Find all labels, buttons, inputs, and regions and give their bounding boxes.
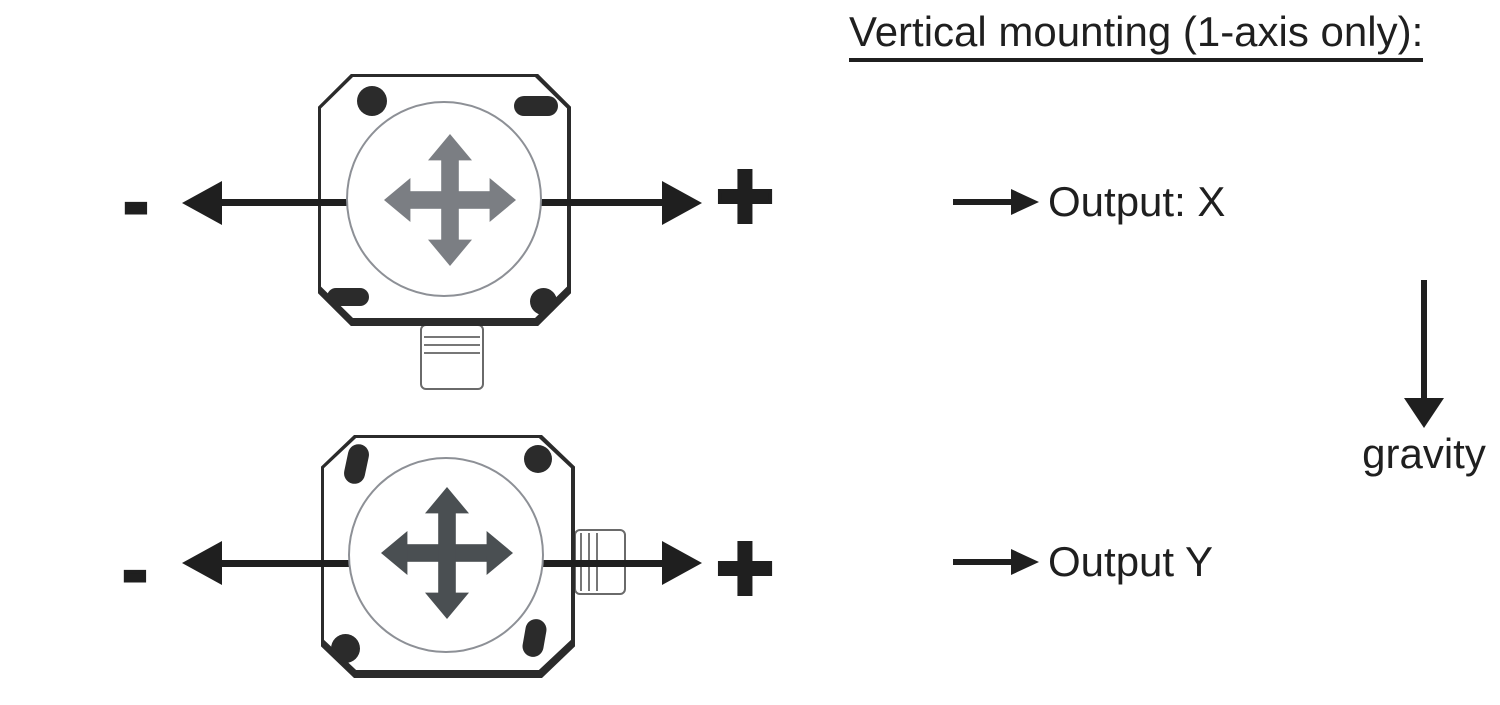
output-x-label: Output: X [1048,178,1226,225]
negative-direction-label: - [99,529,171,613]
connector-thread-ridge [424,352,480,354]
arrow-head [1011,189,1039,215]
left-arrowhead-icon [182,181,222,225]
output-y-label: Output Y [1048,538,1214,585]
negative-direction-label: - [100,161,172,245]
connector-thread-ridge [424,336,480,338]
left-arrowhead-icon [182,541,222,585]
connector-thread-ridge [424,344,480,346]
down-arrow-head [1404,398,1444,428]
minus-sign: - [121,529,149,613]
output-x-row: Output: X [953,176,1225,228]
mounting-slot [514,96,558,116]
mounting-slot [327,288,369,306]
positive-direction-label: + [697,138,793,254]
mounting-hole [357,86,387,116]
right-arrowhead-icon [662,541,702,585]
right-arrow-icon [953,189,1039,215]
gravity-label: gravity [1362,430,1486,477]
sensor-device-x: - + [0,0,820,430]
minus-sign: - [122,161,150,245]
arrow-head [1011,549,1039,575]
mounting-hole [524,445,552,473]
arrow-shaft [953,559,1011,565]
output-y-row: Output Y [953,536,1213,588]
four-way-arrow-icon [384,134,516,266]
right-arrowhead-icon [662,181,702,225]
positive-direction-label: + [697,510,793,626]
mounting-hole [530,288,557,315]
arrow-shaft [953,199,1011,205]
gravity-indicator: gravity [1324,280,1500,478]
down-arrow-icon [1421,280,1427,398]
sensor-device-y: - + [0,400,820,705]
right-arrow-icon [953,549,1039,575]
vertical-mounting-title: Vertical mounting (1-axis only): [849,8,1424,62]
connector-m12-bottom [420,324,484,390]
plus-sign: + [714,138,776,254]
plus-sign: + [714,510,776,626]
four-way-arrow-icon [381,487,513,619]
mounting-hole [331,634,360,663]
